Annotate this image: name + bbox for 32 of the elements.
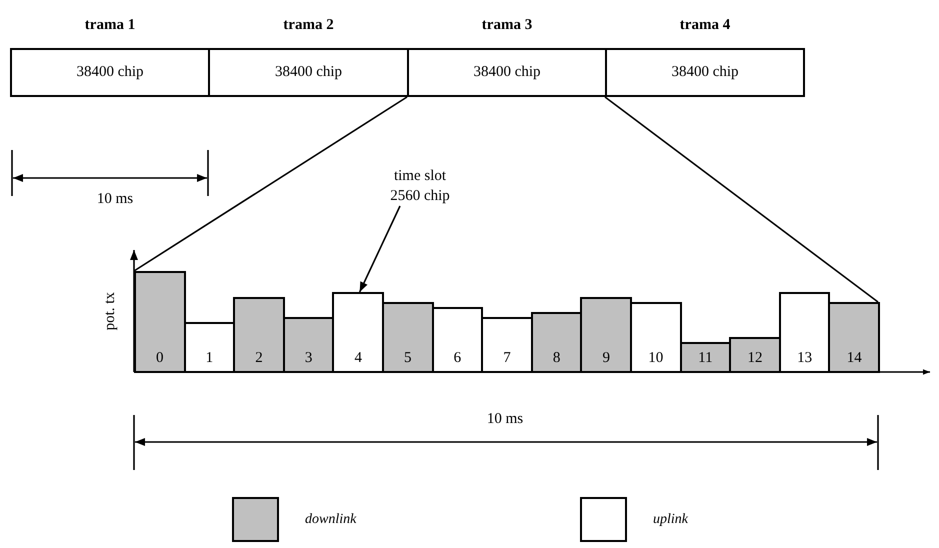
- slot-bar: 12: [729, 337, 781, 373]
- zoom-line: [604, 96, 878, 303]
- slot-bar: 5: [382, 302, 434, 373]
- slot-bar: 9: [580, 297, 632, 373]
- frame-heading: trama 4: [678, 16, 732, 35]
- frame-heading: trama 1: [84, 16, 136, 35]
- slot-bar: 6: [432, 307, 484, 373]
- slot-bar: 2: [233, 297, 285, 373]
- time-slot-label: time slot 2560 chip: [380, 166, 460, 206]
- slot-bar: 14: [828, 302, 880, 373]
- legend-text: uplink: [653, 511, 688, 529]
- slot-bar: 1: [184, 322, 236, 373]
- slot-bar: 13: [778, 292, 830, 373]
- dimension-label: 10 ms: [486, 410, 524, 429]
- axis-label: pot. tx: [100, 291, 119, 332]
- frame-text: 38400 chip: [473, 63, 541, 82]
- slot-bar: 8: [530, 312, 582, 373]
- legend-text: downlink: [305, 511, 356, 529]
- slot-bar: 7: [481, 317, 533, 373]
- frame-text: 38400 chip: [274, 63, 342, 82]
- frame-heading: trama 2: [282, 16, 335, 35]
- arrow: [358, 206, 401, 292]
- slot-bar: 11: [680, 342, 732, 373]
- frame-heading: trama 3: [480, 16, 534, 35]
- slot-bar: 0: [134, 271, 186, 373]
- slot-bar: 4: [332, 292, 384, 373]
- frame-text: 38400 chip: [76, 63, 144, 82]
- dimension-label: 10 ms: [96, 190, 134, 209]
- slot-bar: 10: [630, 302, 682, 373]
- slot-bar: 3: [282, 317, 334, 373]
- zoom-line: [134, 96, 408, 272]
- frame-text: 38400 chip: [671, 63, 739, 82]
